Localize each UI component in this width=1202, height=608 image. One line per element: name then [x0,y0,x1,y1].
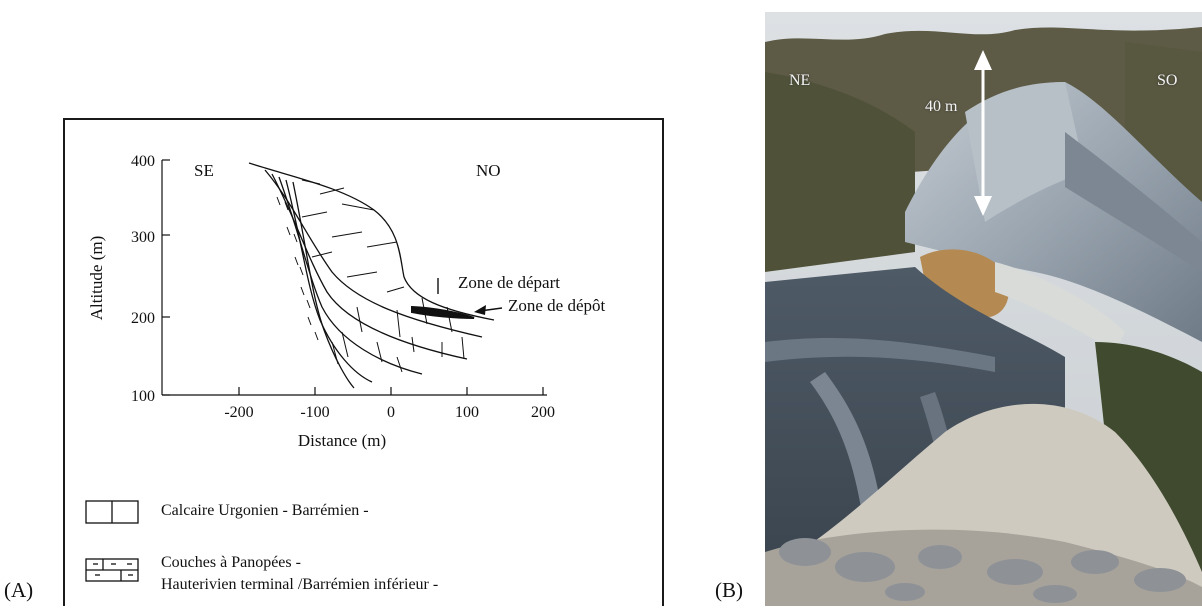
x-tick-100: 100 [455,404,479,421]
deposit-arrow [474,305,503,315]
legend-row-2: Couches à Panopées - Hauterivien termina… [85,552,438,596]
y-tick-400: 400 [131,153,155,170]
y-tick-200: 200 [131,310,155,327]
limestone-joints [301,179,465,373]
legend-row-1: Calcaire Urgonien - Barrémien - [85,500,369,524]
legend-item-1-line-1: Calcaire Urgonien - Barrémien - [161,502,369,519]
axes [161,159,547,396]
photo-label-so: SO [1157,72,1178,89]
legend-item-2-line-2: Hauterivien terminal /Barrémien inférieu… [161,576,439,593]
y-tick-300: 300 [131,229,155,246]
legend-item-2: Couches à Panopées - Hauterivien termina… [161,552,438,596]
panel-a-letter: (A) [4,578,34,602]
cliff-photo: NE SO 40 m [765,12,1202,606]
cross-section-panel: 400 300 200 100 -200 -100 0 100 200 Dist… [63,118,664,606]
scale-label: 40 m [925,98,958,115]
plain-limestone-icon [85,500,139,524]
cliff-photo-illustration [765,12,1202,606]
y-axis-label: Altitude (m) [87,236,106,321]
x-axis-label: Distance (m) [298,431,386,450]
annotation-departure: Zone de départ [458,273,560,292]
legend-item-2-line-1: Couches à Panopées - [161,554,301,571]
dashed-limestone-icon [85,558,139,582]
deposit-zone [411,305,475,319]
cross-section-diagram: 400 300 200 100 -200 -100 0 100 200 Dist… [87,153,606,450]
x-tick-0: 0 [387,404,395,421]
x-tick-neg100: -100 [300,404,329,421]
boulders [779,538,1186,603]
y-tick-100: 100 [131,388,155,405]
photo-label-ne: NE [789,72,811,89]
legend-item-1: Calcaire Urgonien - Barrémien - [161,500,369,522]
direction-se: SE [194,161,214,180]
direction-no: NO [476,161,501,180]
scale-arrow [974,50,992,216]
annotation-deposit: Zone de dépôt [508,296,606,315]
x-tick-neg200: -200 [224,404,253,421]
panopee-dashes [276,196,319,341]
panel-b-letter: (B) [715,578,743,602]
rock-layers [248,162,495,389]
x-tick-200: 200 [531,404,555,421]
